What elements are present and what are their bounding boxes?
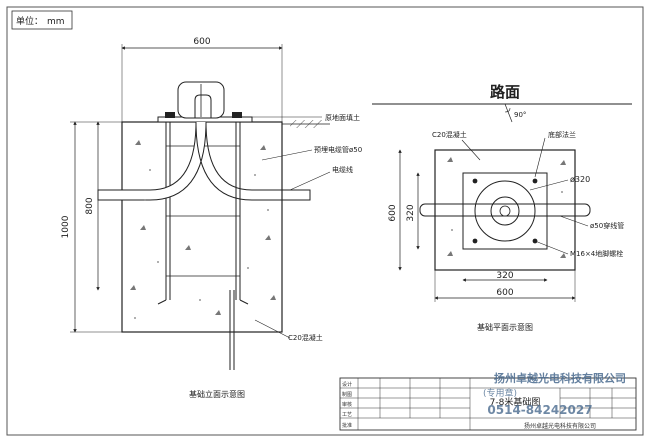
bolt-right xyxy=(232,112,242,118)
dim-section-width: 600 xyxy=(193,37,210,47)
title-row-2: 审核 xyxy=(342,401,352,408)
drawing-name: 7-8米基础图 xyxy=(490,396,541,408)
angle-label: 90° xyxy=(514,111,526,119)
section-view: 600 1000 800 原地面填土 预埋电缆管ø50 电缆线 C20混凝土 基… xyxy=(61,37,362,399)
callout-plan-pipe: ø50穿线管 xyxy=(590,221,624,230)
caption-plan: 基础平面示意图 xyxy=(477,322,533,332)
dim-section-height-total: 1000 xyxy=(61,215,71,238)
plan-bolt xyxy=(532,178,538,184)
callout-concrete-section: C20混凝土 xyxy=(288,333,323,342)
cable-conduit-right xyxy=(195,121,311,201)
caption-section: 基础立面示意图 xyxy=(189,389,245,399)
unit-label: 单位： xyxy=(16,15,43,27)
dim-plan-inner-width: 320 xyxy=(496,271,513,281)
unit-value: mm xyxy=(47,17,65,27)
plan-bolt xyxy=(472,178,478,184)
plan-conduit xyxy=(419,203,591,217)
callout-flange: 底部法兰 xyxy=(548,130,576,139)
plan-flange xyxy=(462,172,548,250)
title-block: 设计 制图 审核 工艺 批准 7-8米基础图 扬州卓越光电科技有限公司 扬州卓越… xyxy=(339,371,637,431)
callout-bolts: M16×4地脚螺栓 xyxy=(570,249,623,258)
callout-backfill: 原地面填土 xyxy=(325,113,360,122)
plan-view: 路面 90° 320 600 600 xyxy=(372,83,632,332)
dim-plan-outer-height: 600 xyxy=(388,204,398,221)
plan-bolt xyxy=(472,238,478,244)
cable-hook xyxy=(194,94,212,118)
sheet-border xyxy=(6,6,644,436)
dim-section-height-upper: 800 xyxy=(85,197,95,214)
plan-bolt-circle xyxy=(474,180,536,242)
title-row-4: 批准 xyxy=(342,422,352,429)
company-watermark: 扬州卓越光电科技有限公司 xyxy=(494,371,626,385)
bolt-left xyxy=(165,112,175,118)
road-label: 路面 xyxy=(490,83,520,101)
dim-plan-outer-width: 600 xyxy=(496,288,513,298)
plan-pole-circle xyxy=(490,196,520,226)
plan-specks xyxy=(447,157,566,258)
callout-cable: 电缆线 xyxy=(332,165,353,174)
callout-concrete-plan: C20混凝土 xyxy=(432,130,467,139)
concrete-specks xyxy=(130,140,276,319)
unit-box: 单位： mm xyxy=(11,10,73,30)
title-row-1: 制图 xyxy=(342,391,352,398)
dim-plan-inner-height: 320 xyxy=(406,204,416,221)
company-footer: 扬州卓越光电科技有限公司 xyxy=(524,422,596,430)
callout-circle-dia: ø320 xyxy=(570,175,590,184)
phone-watermark: 0514-84242027 xyxy=(487,403,592,417)
callout-pipe: 预埋电缆管ø50 xyxy=(314,145,362,154)
seal-text: (专用章) xyxy=(483,387,517,399)
title-row-3: 工艺 xyxy=(342,412,352,418)
title-row-0: 设计 xyxy=(342,381,352,388)
